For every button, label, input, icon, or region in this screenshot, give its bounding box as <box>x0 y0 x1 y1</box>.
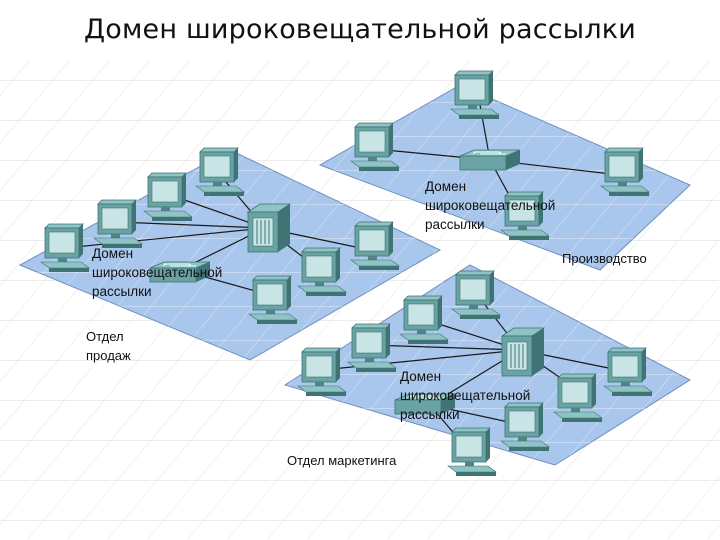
workstation-icon <box>447 427 497 477</box>
domain-label-line: рассылки <box>92 284 152 299</box>
caption-production: Производство <box>562 251 647 266</box>
floor-sales <box>18 149 442 361</box>
domain-label-marketing: Домен широковещательной рассылки <box>400 367 530 424</box>
domain-label-production: Домен широковещательной рассылки <box>425 177 555 234</box>
workstation-icon <box>248 275 298 325</box>
workstation-icon <box>93 199 143 249</box>
workstation-icon <box>297 347 347 397</box>
workstation-icon <box>350 221 400 271</box>
domain-label-line: рассылки <box>400 407 460 422</box>
workstation-icon <box>553 373 603 423</box>
workstation-icon <box>450 70 500 120</box>
slide-title: Домен широковещательной рассылки <box>83 14 637 45</box>
domain-label-line: Домен <box>425 179 467 194</box>
caption-line: продаж <box>86 348 131 363</box>
workstation-icon <box>600 147 650 197</box>
caption-marketing: Отдел маркетинга <box>287 453 397 468</box>
workstation-icon <box>350 122 400 172</box>
switch-icon <box>459 149 521 171</box>
workstation-icon <box>399 295 449 345</box>
domain-label-line: широковещательной <box>425 198 556 213</box>
workstation-icon <box>297 247 347 297</box>
workstation-icon <box>195 147 245 197</box>
domain-label-line: Домен <box>92 246 134 261</box>
domain-label-line: широковещательной <box>92 265 223 280</box>
workstation-icon <box>451 270 501 320</box>
hub-icon <box>247 203 291 253</box>
workstation-icon <box>347 323 397 373</box>
workstation-icon <box>40 223 90 273</box>
domain-label-sales: Домен широковещательной рассылки <box>92 244 222 301</box>
domain-label-line: рассылки <box>425 217 485 232</box>
caption-sales: Отдел продаж <box>86 327 131 365</box>
workstation-icon <box>603 347 653 397</box>
caption-line: Отдел <box>86 329 124 344</box>
domain-label-line: Домен <box>400 369 442 384</box>
workstation-icon <box>143 172 193 222</box>
domain-label-line: широковещательной <box>400 388 531 403</box>
